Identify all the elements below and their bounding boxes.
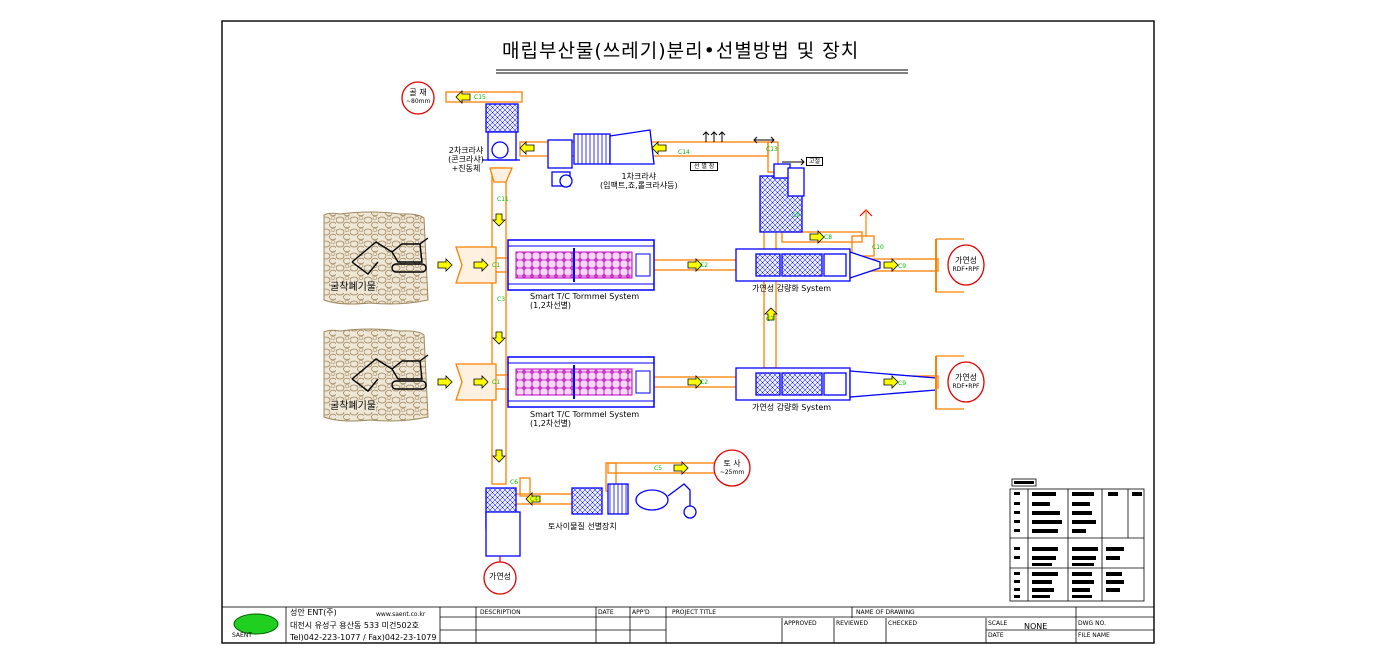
soil-output: 토 사 ~25mm	[716, 459, 748, 477]
trommel-1-label-line1: Smart T/C Tormmel System	[530, 292, 640, 301]
conveyor-c4: C4	[530, 496, 539, 503]
crusher2-label-line1: 2차크라샤	[448, 146, 484, 155]
tb-approved: APPROVED	[784, 620, 817, 627]
conveyor-c9-top: C9	[898, 263, 907, 270]
tb-scale-label: SCALE	[988, 620, 1008, 627]
soil-output-size: ~25mm	[719, 469, 745, 476]
combustible-output-3-label: 가연성	[488, 572, 512, 581]
tb-date2: DATE	[988, 632, 1004, 639]
reduce-2-label: 가연성 감량화 System	[752, 403, 832, 412]
trommel-2-label: Smart T/C Tormmel System (1,2차선별)	[530, 410, 639, 428]
sorting-tag: 선 별 장	[690, 162, 719, 171]
crusher1-label-line1: 1차크라샤	[621, 172, 657, 181]
crusher2-label: 2차크라샤 (콘크라샤) +진동체	[448, 146, 484, 173]
trommel-1-label: Smart T/C Tormmel System (1,2차선별)	[530, 292, 639, 310]
bone-output-label: 골 재	[409, 88, 427, 97]
conveyor-c13: C13	[766, 146, 778, 153]
trommel-2	[507, 356, 655, 408]
iron-tag: 고철	[806, 157, 824, 166]
combustible-output-3: 가연성	[484, 572, 516, 581]
excavated-1-label: 굴착폐기물	[330, 282, 376, 293]
conveyor-c10: C10	[872, 244, 884, 251]
conveyor-c5: C5	[654, 465, 663, 472]
tb-date: DATE	[598, 609, 614, 616]
company-phone: Tel)042-223-1077 / Fax)042-23-1079	[290, 633, 437, 642]
crusher1-label-line2: (임팩트,죠,롤크라샤등)	[600, 181, 678, 190]
excavated-pile-1	[323, 211, 429, 305]
tb-file-name: FILE NAME	[1078, 632, 1110, 639]
conveyor-c15: C15	[474, 94, 486, 101]
conveyor-c11: C11	[497, 196, 509, 203]
bone-output-size: ~80mm	[406, 98, 431, 105]
reduce-1-label: 가연성 감량화 System	[752, 284, 832, 293]
combustible-output-1-label: 가연성	[954, 256, 978, 265]
drawing-title: 매립부산물(쓰레기)분리•선별방법 및 장치	[502, 40, 860, 62]
combustible-output-1: 가연성 RDF•RPF	[946, 256, 986, 274]
tb-checked: CHECKED	[888, 620, 918, 627]
crusher2-label-line3: +진동체	[451, 164, 481, 173]
tb-name-of-drawing: NAME OF DRAWING	[856, 609, 915, 616]
reduce-1	[735, 248, 881, 282]
bone-output: 골 재 ~80mm	[406, 88, 430, 106]
combustible-output-2: 가연성 RDF•RPF	[946, 373, 986, 391]
tb-dwg-no: DWG NO.	[1078, 620, 1106, 627]
tb-scale-value: NONE	[1024, 622, 1048, 631]
company-name: 성안 ENT(주)	[290, 608, 337, 617]
tb-description: DESCRIPTION	[480, 609, 521, 616]
conveyor-c2-top: C2	[700, 262, 709, 269]
tb-appd: APP'D	[632, 609, 650, 616]
trommel-1-label-line2: (1,2차선별)	[530, 301, 572, 310]
combustible-output-2-label: 가연성	[954, 373, 978, 382]
company-website[interactable]: www.saent.co.kr	[376, 611, 426, 618]
tb-project-title: PROJECT TITLE	[672, 609, 717, 616]
conveyor-c8: C8	[824, 234, 833, 241]
conveyor-c7: C7	[766, 316, 775, 323]
tb-reviewed: REVIEWED	[836, 620, 868, 627]
combustible-output-2-sub: RDF•RPF	[952, 383, 980, 390]
trommel-2-label-line1: Smart T/C Tormmel System	[530, 410, 640, 419]
conveyor-c3: C3	[497, 296, 506, 303]
crusher1-label: 1차크라샤 (임팩트,죠,롤크라샤등)	[600, 172, 678, 190]
excavated-2-label: 굴착폐기물	[330, 401, 376, 412]
conveyor-c2-bottom: C2	[700, 379, 709, 386]
conveyor-c9-bottom: C9	[898, 380, 907, 387]
conveyor-c9: C9	[792, 212, 801, 219]
conveyor-c14: C14	[678, 149, 690, 156]
soil-sorter-label: 토사이물질 선별장치	[548, 522, 617, 531]
crusher2-label-line2: (콘크라샤)	[448, 155, 484, 164]
trommel-2-label-line2: (1,2차선별)	[530, 419, 572, 428]
company-address: 대전시 유성구 용산동 533 미건502호	[290, 621, 420, 630]
conveyor-c1-top: C1	[492, 262, 501, 269]
conveyor-c6: C6	[510, 479, 519, 486]
soil-output-label: 토 사	[723, 459, 741, 468]
combustible-output-1-sub: RDF•RPF	[952, 266, 980, 273]
conveyor-c1-bottom: C1	[492, 379, 501, 386]
logo-text: SAENT	[232, 632, 252, 639]
trommel-1	[507, 239, 655, 291]
